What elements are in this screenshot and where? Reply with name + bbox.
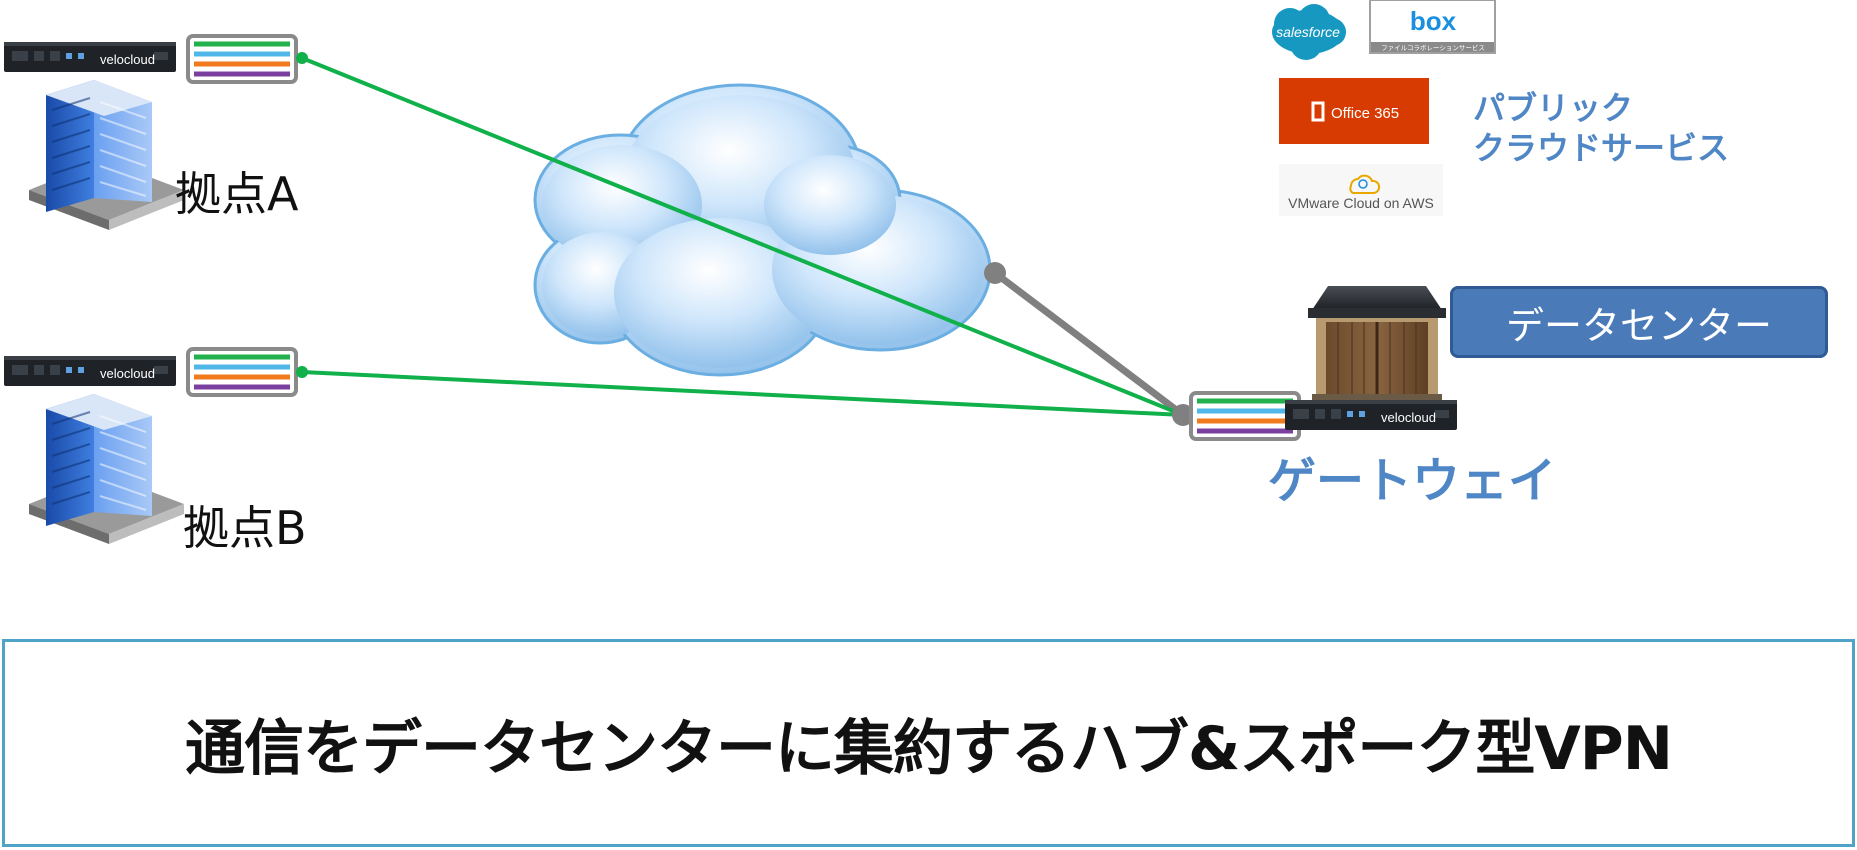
public-cloud-label-line1: パブリック [1473,89,1634,127]
vmware-cloud-icon [1349,174,1381,194]
salesforce-logo: salesforce [1272,4,1346,60]
office365-logo: Office 365 [1279,78,1429,144]
site-a-tunnel-endpoint [296,52,308,64]
site-b-tunnel-endpoint [296,366,308,378]
box-logo-subtext: ファイルコラボレーションサービス [1381,43,1485,52]
internet-cloud [533,83,992,377]
site-a-building [28,79,185,231]
site-a-label: 拠点A [175,167,299,221]
tunnel-bundle-icon [188,36,296,82]
site-a: velocloud [4,36,296,231]
box-logo-text: box [1410,6,1457,36]
appliance-brand: velocloud [100,52,155,67]
datacenter-label-box: データセンター [1450,286,1828,358]
box-logo: box ファイルコラボレーションサービス [1369,0,1496,54]
public-cloud-label-line2: クラウドサービス [1473,129,1730,167]
vmware-cloud-logo: VMware Cloud on AWS [1279,164,1443,216]
salesforce-logo-text: salesforce [1276,24,1340,40]
site-a-appliance: velocloud [4,42,176,72]
site-b-label: 拠点B [183,501,307,555]
tunnel-bundle-icon [1191,393,1299,439]
site-a-tunnel-bundle [188,36,296,82]
tunnel-site-b-to-gateway [301,370,1184,417]
datacenter-label: データセンター [1505,303,1772,348]
site-b-building [28,393,185,545]
gateway-label: ゲートウェイ [1268,453,1557,509]
office365-logo-text: Office 365 [1331,105,1399,122]
gateway-appliance: velocloud [1285,400,1457,430]
links [296,52,1194,426]
site-b-tunnel-bundle [188,349,296,395]
gateway: velocloud [1191,393,1457,439]
caption-box: 通信をデータセンターに集約するハブ&スポーク型VPN [2,639,1855,847]
diagram-caption: 通信をデータセンターに集約するハブ&スポーク型VPN [185,713,1673,784]
cloud-link-node [984,262,1006,284]
public-cloud-label: パブリック クラウドサービス [1473,88,1729,168]
office-icon [1311,101,1325,122]
site-b-appliance: velocloud [4,356,176,386]
cloud-to-gateway-link [991,269,1187,419]
appliance-brand: velocloud [1381,410,1436,425]
building-icon [28,79,185,231]
appliance-brand: velocloud [100,366,155,381]
gateway-link-node [1172,404,1194,426]
tunnel-site-a-to-gateway [301,56,1184,417]
tunnel-bundle-icon [188,349,296,395]
site-b: velocloud [4,349,296,545]
datacenter-warehouse-icon [1308,286,1446,400]
gateway-tunnel-bundle [1191,393,1299,439]
building-icon [28,393,185,545]
vmware-logo-text: VMware Cloud on AWS [1288,195,1434,211]
